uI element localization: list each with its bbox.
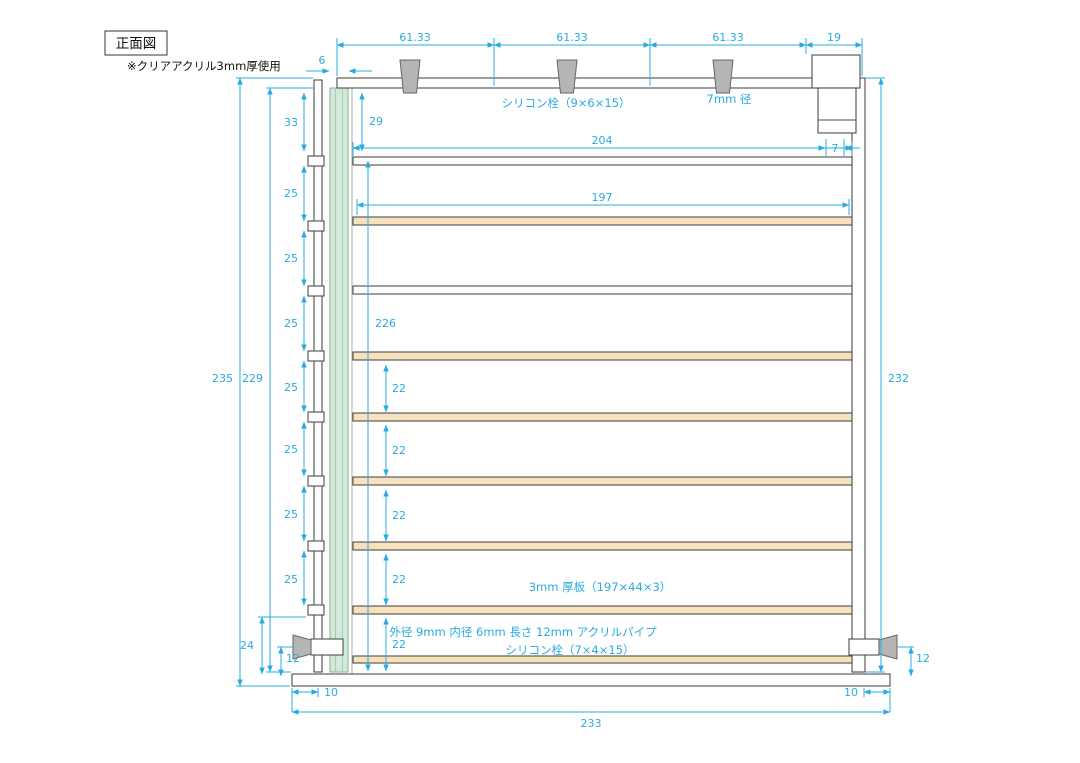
page-title: 正面図 [116,36,157,52]
dim-value: 12 [916,652,930,665]
callout-acrylic-pipe: 外径 9mm 内径 6mm 長さ 12mm アクリルパイプ [389,625,657,639]
dim-value: 25 [284,252,298,265]
dim-value: 25 [284,508,298,521]
callouts: シリコン栓（9×6×15） 7mm 径 3mm 厚板（197×44×3） 外径 … [389,92,751,657]
dim-value: 61.33 [712,31,744,44]
dim-value: 22 [392,638,406,651]
shelf-notch [307,540,325,552]
dim-value: 29 [369,115,383,128]
dim-value: 12 [286,652,300,665]
dim-slot-width: 7 [810,139,860,156]
shelf-notch [307,475,325,487]
dim-left-column: 33 25 25 25 25 25 25 25 [284,92,307,606]
dim-value: 24 [240,639,254,652]
dim-value: 25 [284,443,298,456]
shelf-notch [307,220,325,232]
shelf-notch [307,411,325,423]
dim-value: 6 [319,54,326,67]
dim-value: 22 [392,444,406,457]
dim-value: 22 [392,382,406,395]
callout-hole-diameter: 7mm 径 [707,92,752,106]
shelf-board [352,412,853,422]
shelf-board [352,351,853,361]
shelf-board [352,476,853,486]
shelf-board [352,156,853,166]
shelf-board [352,285,853,295]
dim-value: 33 [284,116,298,129]
dim-value: 10 [324,686,338,699]
silicone-plug [556,59,578,94]
dim-value: 7 [832,142,839,155]
dim-value: 19 [827,31,841,44]
dim-top-chain: 61.33 61.33 61.33 19 [336,31,863,86]
shelf-notch [307,155,325,167]
dim-value: 235 [212,372,233,385]
shelf-board [352,216,853,226]
dim-inner-column: 29 226 22 22 22 22 22 [359,92,406,672]
callout-shelf-board: 3mm 厚板（197×44×3） [529,580,672,594]
dim-value: 229 [242,372,263,385]
dim-value: 25 [284,573,298,586]
silicone-plug [399,59,421,94]
callout-top-plug: シリコン栓（9×6×15） [501,96,630,110]
dim-value: 22 [392,573,406,586]
top-right-box [811,54,861,89]
callout-bottom-plug: シリコン栓（7×4×15） [505,643,634,657]
right-wall [851,77,866,673]
acrylic-pipe-right [848,638,880,656]
title-block: 正面図 ※クリアアクリル3mm厚使用 [104,30,281,73]
dim-value: 22 [392,509,406,522]
shelf-board [352,541,853,551]
dim-heights: 235 229 232 [212,77,909,687]
shelf-board [352,605,853,615]
left-wall [313,79,323,673]
title-box [104,30,168,56]
silicone-plug [712,59,734,94]
dim-value: 10 [844,686,858,699]
pipe-plug-right [878,634,898,660]
dim-bottom: 10 10 233 24 12 12 [240,616,930,730]
dim-value: 61.33 [556,31,588,44]
shelf-notch [307,285,325,297]
dim-inner-widths: 204 197 [352,134,853,215]
dim-value: 197 [592,191,613,204]
dim-value: 61.33 [399,31,431,44]
dim-panel-width: 6 [306,54,372,74]
structure [291,54,898,687]
dim-value: 226 [375,317,396,330]
pipe-plug-left [292,634,312,660]
dim-value: 232 [888,372,909,385]
shelf-board [352,655,853,664]
dim-value: 25 [284,317,298,330]
dim-value: 25 [284,381,298,394]
material-note: ※クリアアクリル3mm厚使用 [127,59,281,73]
bottom-plate [291,673,891,687]
acrylic-pipe-left [310,638,344,656]
dim-value: 233 [581,717,602,730]
acrylic-panel-edge [329,87,349,673]
shelf-notch [307,604,325,616]
dim-value: 204 [592,134,613,147]
top-right-bracket [817,87,857,134]
dim-value: 25 [284,187,298,200]
shelf-notch [307,350,325,362]
